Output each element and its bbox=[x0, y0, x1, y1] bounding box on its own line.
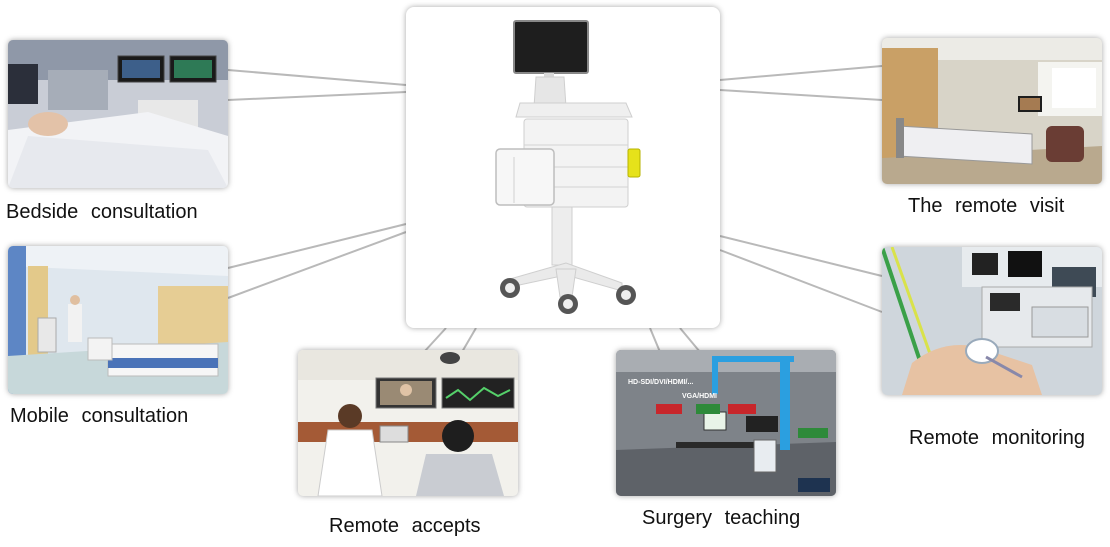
ward-corridor-icon bbox=[8, 246, 228, 394]
surgery-overlay-line2: VGA/HDMI bbox=[682, 393, 717, 400]
connector-monitor-bottom bbox=[719, 249, 883, 313]
caption-remote-monitoring: Remote monitoring bbox=[909, 427, 1085, 449]
operating-room-icon: HD-SDI/DVI/HDMI/... VGA/HDMI bbox=[616, 350, 836, 496]
connector-visit-bottom bbox=[719, 89, 883, 101]
caption-remote-visit: The remote visit bbox=[908, 195, 1065, 217]
remote-accepts-photo bbox=[298, 350, 518, 496]
hub-cart-panel bbox=[406, 7, 720, 328]
caption-mobile: Mobile consultation bbox=[10, 405, 189, 427]
connector-visit-top bbox=[719, 65, 883, 81]
remote-visit-photo bbox=[882, 38, 1102, 184]
connector-accepts-left bbox=[423, 327, 447, 353]
connector-surgery-left bbox=[649, 327, 661, 353]
connector-mobile-top bbox=[227, 223, 407, 269]
connector-surgery-right bbox=[679, 327, 701, 353]
connector-bedside-bottom bbox=[227, 91, 407, 101]
remote-monitoring-photo bbox=[882, 247, 1102, 395]
caption-surgery-teaching: Surgery teaching bbox=[642, 507, 801, 529]
connector-bedside-top bbox=[227, 69, 407, 86]
surgery-photo: HD-SDI/DVI/HDMI/... VGA/HDMI bbox=[616, 350, 836, 496]
connector-mobile-bottom bbox=[227, 231, 407, 299]
connector-monitor-top bbox=[719, 235, 883, 277]
bedside-photo bbox=[8, 40, 228, 188]
patient-room-icon bbox=[882, 38, 1102, 184]
patient-monitor-icon bbox=[882, 247, 1102, 395]
medical-cart-icon bbox=[495, 20, 641, 314]
video-consult-icon bbox=[298, 350, 518, 496]
connector-accepts-right bbox=[461, 327, 477, 353]
caption-bedside: Bedside consultation bbox=[6, 201, 198, 223]
mobile-photo bbox=[8, 246, 228, 394]
hospital-bed-icon bbox=[8, 40, 228, 188]
surgery-overlay-line1: HD-SDI/DVI/HDMI/... bbox=[628, 379, 693, 386]
caption-remote-accepts: Remote accepts bbox=[329, 515, 481, 537]
